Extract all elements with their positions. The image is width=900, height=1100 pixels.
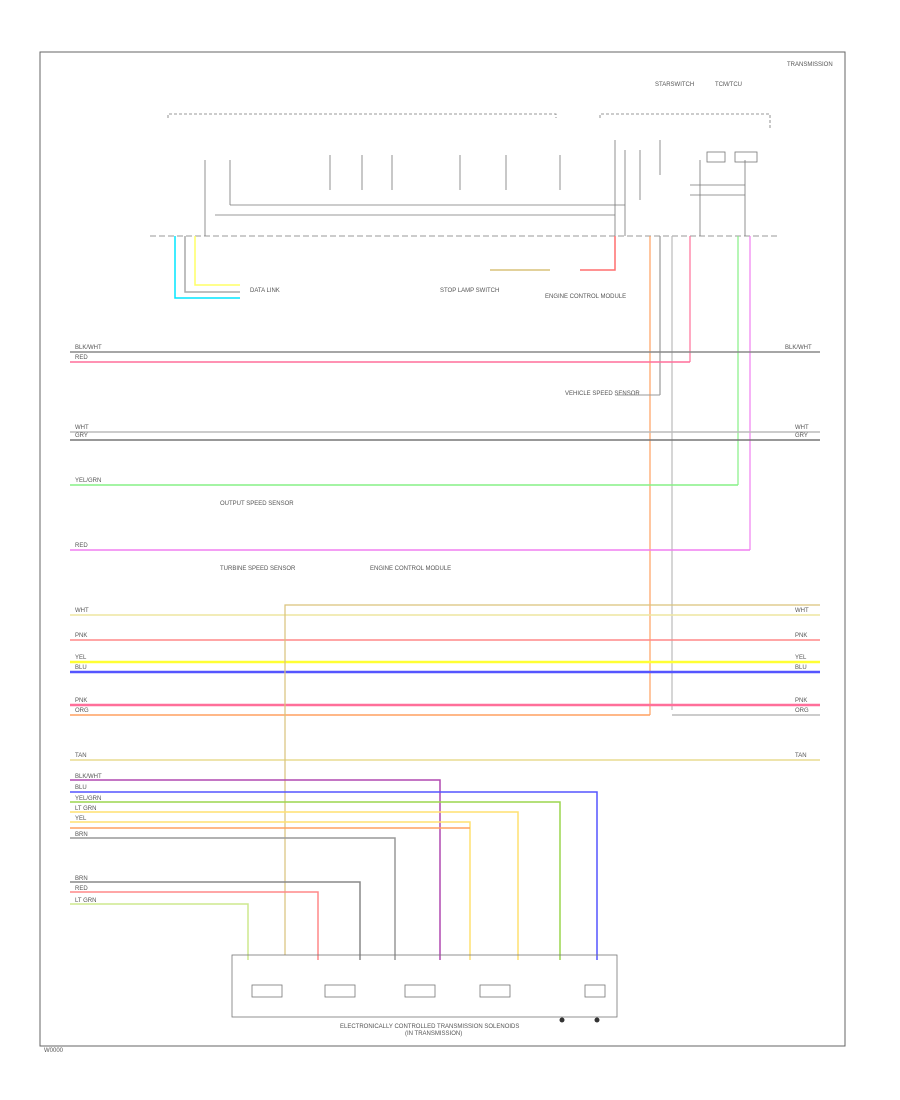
svg-text:ORG: ORG [75, 708, 89, 714]
data-link-label: DATA LINK [250, 288, 280, 294]
stop-lamp-wire-red [580, 236, 616, 271]
svg-text:PNK: PNK [75, 633, 87, 639]
ground-symbols [559, 1017, 600, 1023]
svg-text:RED: RED [75, 355, 88, 361]
svg-text:ORG: ORG [795, 708, 809, 714]
svg-text:YEL: YEL [795, 655, 807, 661]
svg-text:WHT: WHT [75, 608, 89, 614]
svg-text:BRN: BRN [75, 876, 88, 882]
stop-lamp-label: STOP LAMP SWITCH [440, 288, 499, 294]
svg-text:PNK: PNK [795, 633, 807, 639]
wire-tags-right: BLK/WHT WHT GRY WHT PNK YEL BLU PNK ORG … [785, 345, 812, 759]
svg-text:PNK: PNK [75, 698, 87, 704]
solenoid-block-label: ELECTRONICALLY CONTROLLED TRANSMISSION S… [340, 1024, 519, 1030]
svg-text:BLU: BLU [75, 785, 87, 791]
ecm-2-label: ENGINE CONTROL MODULE [370, 566, 451, 572]
svg-text:RED: RED [75, 886, 88, 892]
svg-text:RED: RED [75, 543, 88, 549]
diagram-frame [39, 51, 846, 1047]
solenoids [251, 984, 606, 998]
header-connector-2: TCM/TCU [715, 82, 742, 88]
tcm-module-outline-right [599, 113, 771, 130]
vertical-feeds [649, 236, 751, 715]
svg-text:BLK/WHT: BLK/WHT [75, 345, 102, 351]
module-terminals [204, 140, 758, 236]
solenoid-feeds [70, 779, 598, 960]
svg-text:BRN: BRN [75, 832, 88, 838]
svg-text:BLU: BLU [75, 665, 87, 671]
tss-label: TURBINE SPEED SENSOR [220, 566, 296, 572]
data-link-wires [174, 236, 240, 299]
svg-text:TAN: TAN [75, 753, 87, 759]
wire-tags: BLK/WHT RED WHT GRY YEL/GRN RED WHT PNK … [75, 345, 102, 904]
svg-text:YEL: YEL [75, 655, 87, 661]
oss-label: OUTPUT SPEED SENSOR [220, 501, 294, 507]
footer-code: W0000 [44, 1048, 64, 1054]
bus-wires [70, 351, 820, 761]
svg-text:TAN: TAN [795, 753, 807, 759]
svg-text:WHT: WHT [795, 608, 809, 614]
svg-text:BLK/WHT: BLK/WHT [75, 774, 102, 780]
svg-text:GRY: GRY [75, 433, 88, 439]
svg-text:YEL/GRN: YEL/GRN [75, 796, 101, 802]
tcm-module-outline [167, 113, 557, 118]
svg-text:GRY: GRY [795, 433, 808, 439]
svg-text:PNK: PNK [795, 698, 807, 704]
svg-text:WHT: WHT [75, 425, 89, 431]
ecm-1-label: ENGINE CONTROL MODULE [545, 294, 626, 300]
vss-label: VEHICLE SPEED SENSOR [565, 391, 640, 397]
header-connector-1: STARSWITCH [655, 82, 694, 88]
svg-text:LT GRN: LT GRN [75, 898, 96, 904]
svg-text:LT GRN: LT GRN [75, 806, 96, 812]
header-top-right: TRANSMISSION [787, 62, 833, 68]
svg-text:YEL/GRN: YEL/GRN [75, 478, 101, 484]
svg-text:YEL: YEL [75, 816, 87, 822]
svg-text:WHT: WHT [795, 425, 809, 431]
solenoid-block [231, 954, 618, 1018]
svg-text:BLK/WHT: BLK/WHT [785, 345, 812, 351]
solenoid-block-sublabel: (IN TRANSMISSION) [405, 1031, 462, 1037]
svg-text:BLU: BLU [795, 665, 807, 671]
